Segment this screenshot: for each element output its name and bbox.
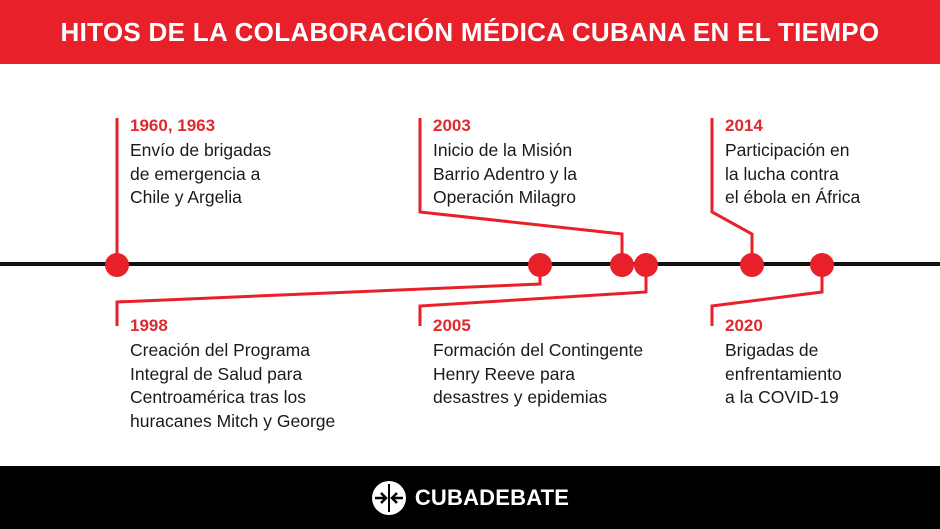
- event-line: el ébola en África: [725, 187, 861, 207]
- event-description: Envío de brigadas de emergencia a Chile …: [130, 139, 271, 210]
- event-line: desastres y epidemias: [433, 387, 608, 407]
- connector-2020: [710, 264, 824, 326]
- event-2020: 2020 Brigadas de enfrentamiento a la COV…: [725, 315, 842, 410]
- event-line: Brigadas de: [725, 340, 819, 360]
- event-description: Brigadas de enfrentamiento a la COVID-19: [725, 339, 842, 410]
- marker-1998: [528, 253, 552, 277]
- event-line: Formación del Contingente: [433, 340, 644, 360]
- marker-2014: [740, 253, 764, 277]
- event-line: Henry Reeve para: [433, 363, 576, 384]
- timeline-diagram: 1960, 1963 Envío de brigadas de emergenc…: [0, 64, 940, 466]
- event-2014: 2014 Participación en la lucha contra el…: [725, 115, 860, 210]
- marker-2005: [634, 253, 658, 277]
- header-banner: HITOS DE LA COLABORACIÓN MÉDICA CUBANA E…: [0, 0, 940, 64]
- footer-bar: CUBADEBATE: [0, 466, 940, 529]
- event-1998: 1998 Creación del Programa Integral de S…: [130, 315, 335, 433]
- event-year: 2003: [433, 116, 471, 135]
- event-line: a la COVID-19: [725, 387, 839, 407]
- event-line: enfrentamiento: [725, 363, 842, 384]
- event-1960: 1960, 1963 Envío de brigadas de emergenc…: [130, 115, 271, 210]
- event-year: 2005: [433, 316, 471, 335]
- event-year: 1998: [130, 316, 168, 335]
- connector-2014: [710, 118, 754, 264]
- event-line: huracanes Mitch y George: [130, 410, 336, 431]
- event-description: Formación del Contingente Henry Reeve pa…: [433, 339, 643, 410]
- event-2003: 2003 Inicio de la Misión Barrio Adentro …: [433, 115, 577, 210]
- event-description: Inicio de la Misión Barrio Adentro y la …: [433, 139, 577, 210]
- marker-2003: [610, 253, 634, 277]
- event-line: Participación en: [725, 140, 850, 160]
- event-line: Operación Milagro: [433, 187, 576, 207]
- logo-emblem-icon: [371, 480, 406, 515]
- event-line: Envío de brigadas: [130, 140, 272, 160]
- event-year: 2020: [725, 316, 763, 335]
- connector-2003: [418, 118, 624, 264]
- event-line: Inicio de la Misión: [433, 140, 573, 160]
- event-line: la lucha contra: [725, 163, 839, 184]
- logo-text: CUBADEBATE: [414, 484, 570, 510]
- event-year: 1960, 1963: [130, 116, 216, 135]
- marker-2020: [810, 253, 834, 277]
- event-description: Creación del Programa Integral de Salud …: [130, 339, 335, 433]
- event-line: Centroamérica tras los: [130, 387, 307, 407]
- timeline-graphic: [0, 118, 940, 326]
- page-title: HITOS DE LA COLABORACIÓN MÉDICA CUBANA E…: [60, 16, 880, 47]
- cubadebate-logo: CUBADEBATE: [371, 480, 569, 516]
- event-2005: 2005 Formación del Contingente Henry Ree…: [433, 315, 643, 410]
- marker-1960: [105, 253, 129, 277]
- event-line: Chile y Argelia: [130, 187, 242, 207]
- event-year: 2014: [725, 116, 763, 135]
- event-line: Creación del Programa: [130, 340, 310, 360]
- event-description: Participación en la lucha contra el ébol…: [725, 139, 860, 210]
- connector-2005: [418, 264, 648, 326]
- event-line: Integral de Salud para: [130, 363, 303, 384]
- event-line: Barrio Adentro y la: [433, 163, 577, 184]
- event-line: de emergencia a: [130, 163, 261, 184]
